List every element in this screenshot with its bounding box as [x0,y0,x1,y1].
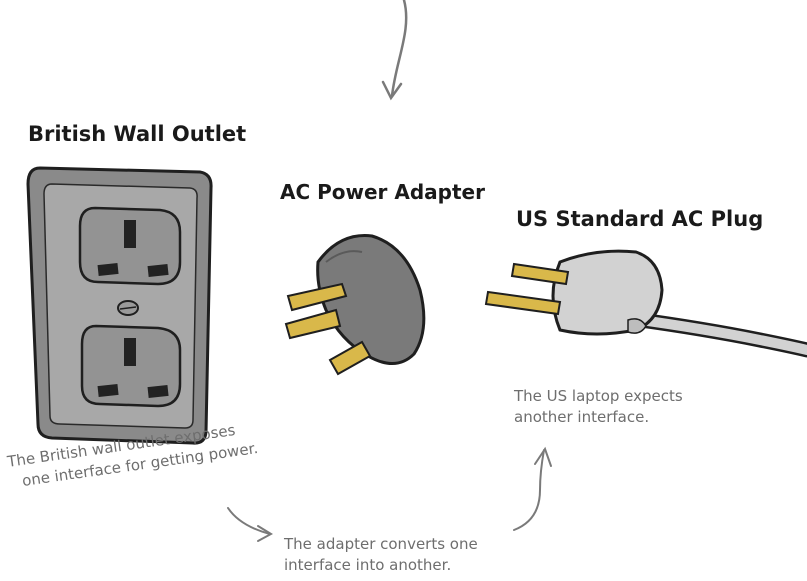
us-plug-label: US Standard AC Plug [516,207,764,231]
outlet-socket-lower [80,324,182,408]
arrow-adapter-to-laptop [513,446,552,531]
us-plug-illustration [484,249,807,358]
british-outlet-illustration [26,166,213,445]
top-arrow [381,0,408,101]
adapter-note-line-2: interface into another. [284,556,452,574]
laptop-note: The US laptop expects another interface. [514,386,683,428]
adapter-note-line-1: The adapter converts one [284,535,478,553]
laptop-note-line-1: The US laptop expects [514,387,683,405]
ac-adapter-illustration [284,234,426,376]
outlet-socket-upper [78,206,182,286]
ac-adapter-label: AC Power Adapter [280,180,485,204]
adapter-note: The adapter converts one interface into … [284,534,478,576]
laptop-note-line-2: another interface. [514,408,650,426]
british-outlet-label: British Wall Outlet [28,122,247,146]
arrow-outlet-to-adapter [227,507,274,542]
